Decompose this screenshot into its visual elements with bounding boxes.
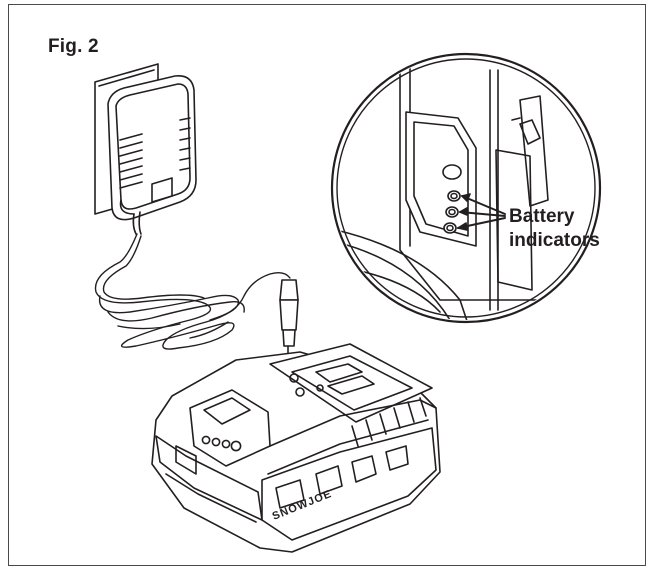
callout-line-2: indicators — [509, 230, 600, 251]
figure-title: Fig. 2 — [48, 36, 99, 57]
battery-pack-icon — [151, 343, 441, 553]
battery-indicators-callout: Battery indicators — [509, 205, 600, 253]
callout-line-1: Battery — [509, 206, 575, 227]
magnifier-inset-icon — [330, 52, 602, 324]
dc-plug-icon — [279, 279, 299, 373]
wall-adapter-icon — [94, 63, 197, 235]
coiled-cord-icon — [94, 233, 291, 350]
